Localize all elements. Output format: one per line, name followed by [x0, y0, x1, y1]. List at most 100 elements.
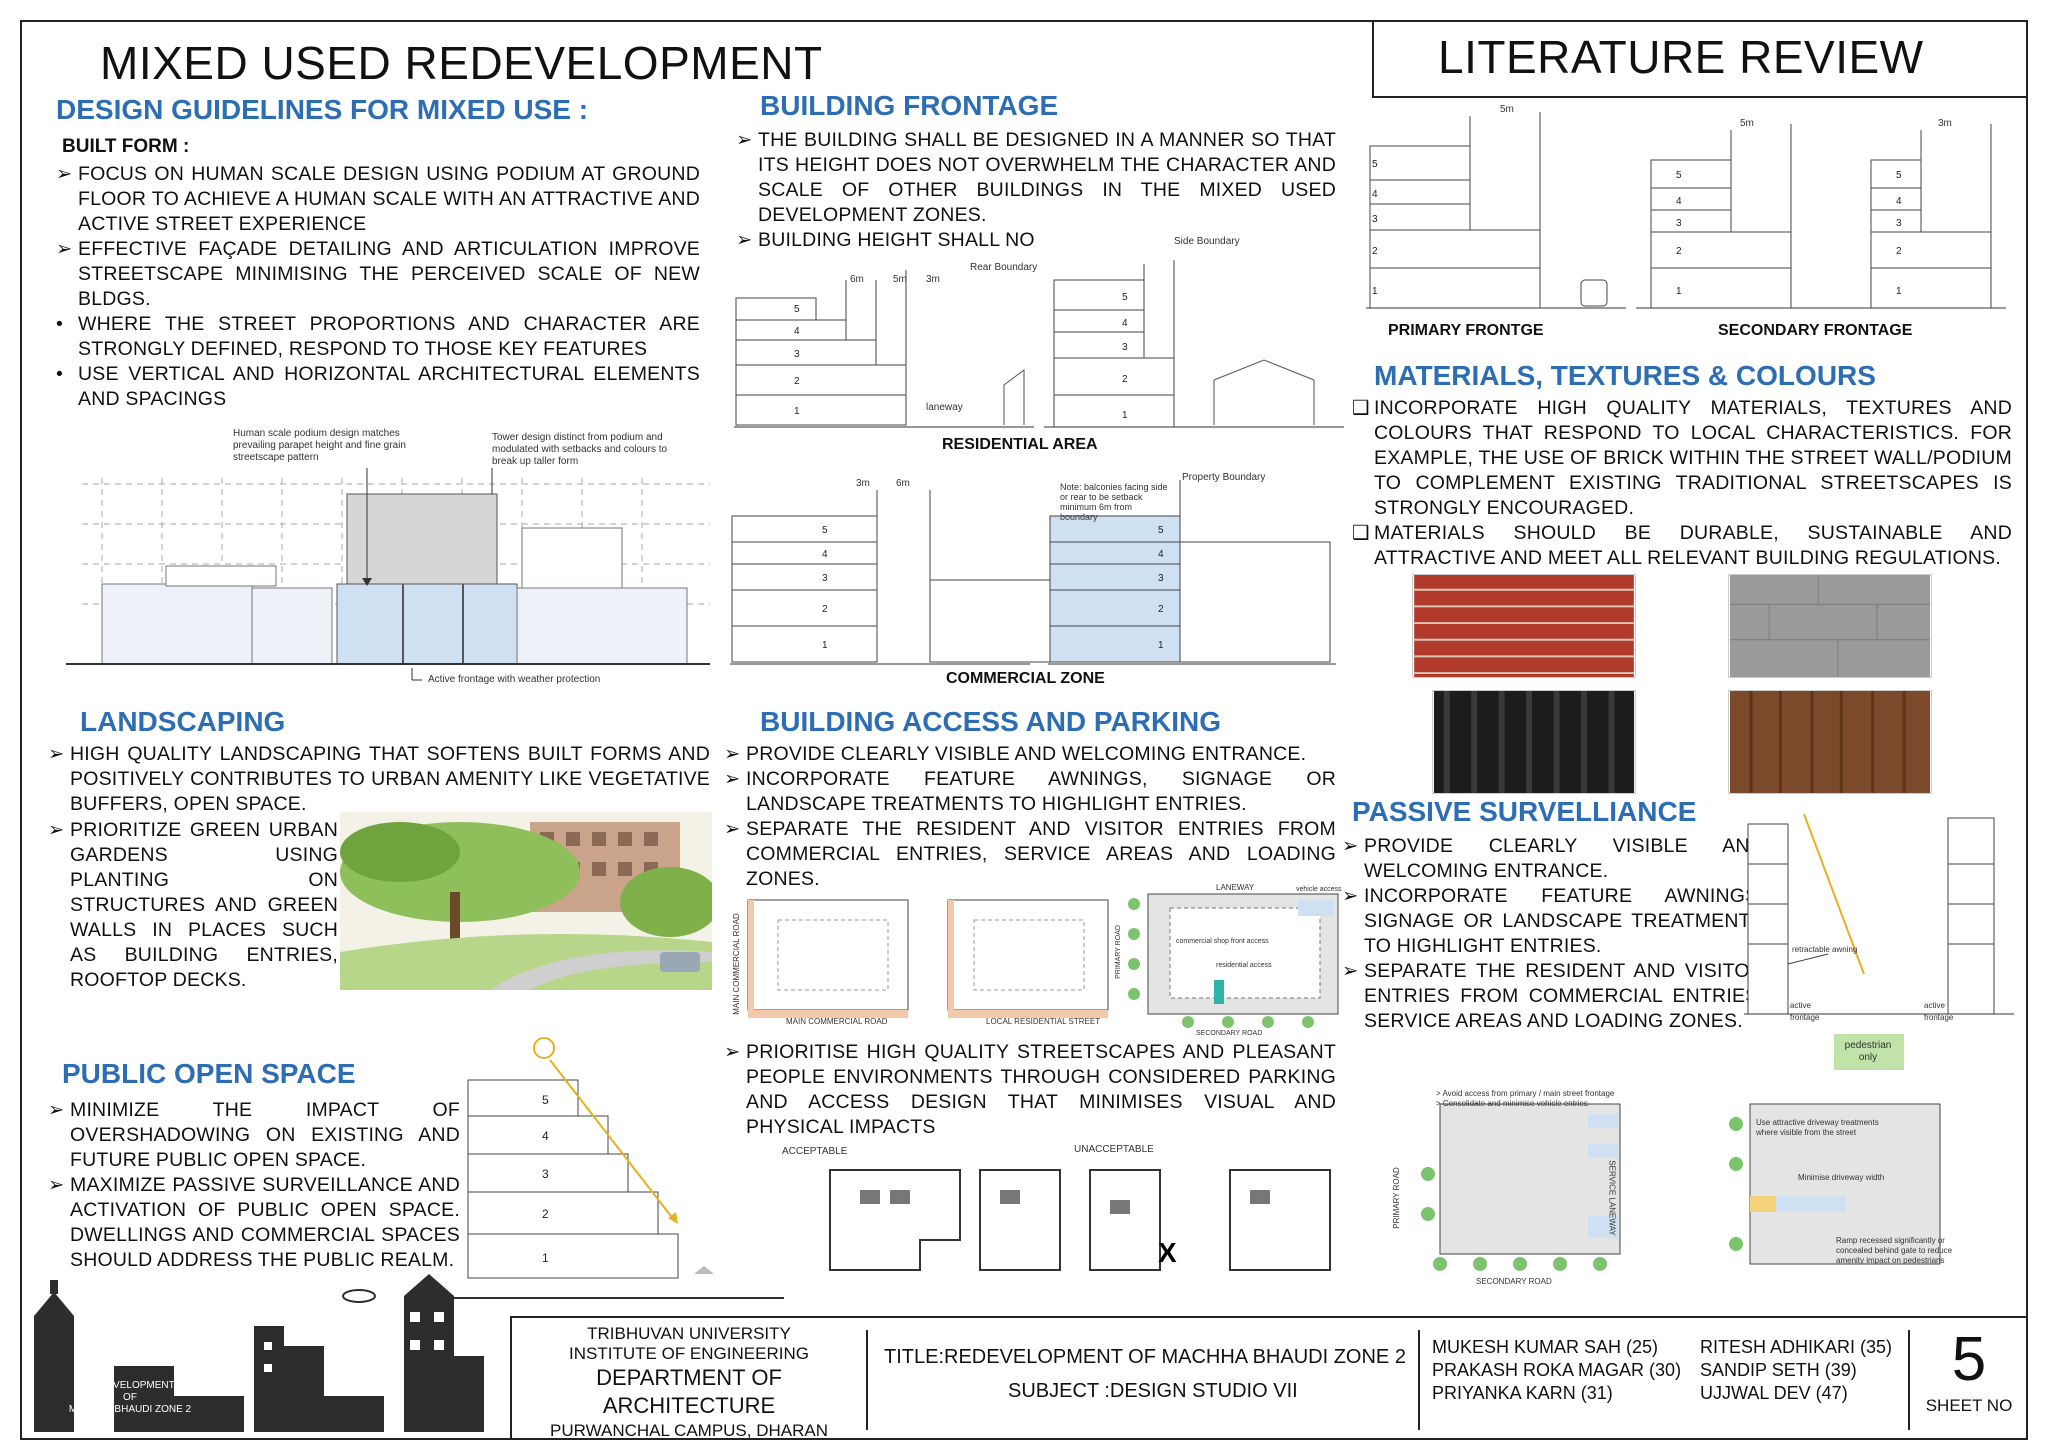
- caption-secondary-frontage: SECONDARY FRONTAGE: [1718, 322, 1913, 339]
- note-driveway-treatments: Use attractive driveway treatments where…: [1756, 1118, 1879, 1137]
- members-left: MUKESH KUMAR SAH (25) PRAKASH ROKA MAGAR…: [1432, 1336, 1681, 1405]
- svg-text:3: 3: [1896, 218, 1902, 229]
- list-item: ❑MATERIALS SHOULD BE DURABLE, SUSTAINABL…: [1352, 521, 2012, 571]
- svg-text:5: 5: [794, 304, 800, 315]
- label-main-commercial-road: MAIN COMMERCIAL ROAD: [731, 913, 741, 1015]
- swatch-metal: [1432, 690, 1636, 794]
- driveway-plans-diagram: [1421, 1103, 1941, 1271]
- dim-6m-commercial: 6m: [896, 478, 910, 489]
- list-item-text: INCORPORATE FEATURE AWNINGS, SIGNAGE OR …: [1364, 885, 1764, 957]
- sheet-title: MIXED USED REDEVELOPMENT: [100, 37, 823, 89]
- list-item-text: PROVIDE CLEARLY VISIBLE AND WELCOMING EN…: [746, 743, 1307, 765]
- caption-commercial-zone: COMMERCIAL ZONE: [946, 670, 1105, 687]
- svg-text:2: 2: [822, 604, 828, 615]
- list-item-text: USE VERTICAL AND HORIZONTAL ARCHITECTURA…: [78, 363, 700, 410]
- svg-text:1: 1: [1158, 640, 1164, 651]
- logo-caption: REDEVELOPMENT OF MACHHA BHAUDI ZONE 2: [60, 1380, 200, 1416]
- logo-line-3: MACHHA BHAUDI ZONE 2: [68, 1404, 192, 1415]
- list-item-text: MATERIALS SHOULD BE DURABLE, SUSTAINABLE…: [1374, 522, 2012, 569]
- note-avoid-access: > Avoid access from primary / main stree…: [1436, 1089, 1615, 1098]
- svg-text:4: 4: [1158, 549, 1164, 560]
- header-divider: [1372, 20, 1374, 98]
- dim-3m: 3m: [926, 274, 940, 285]
- built-form-diagram: [66, 468, 710, 681]
- svg-text:5: 5: [1896, 170, 1902, 181]
- svg-text:4: 4: [542, 1129, 549, 1143]
- svg-text:5: 5: [1158, 525, 1164, 536]
- heading-access-parking: BUILDING ACCESS AND PARKING: [760, 706, 1221, 737]
- note-active-frontage: Active frontage with weather protection: [428, 674, 601, 685]
- acceptable-sketches: X: [829, 1169, 1331, 1271]
- bullet-icon: ➢: [56, 238, 73, 260]
- list-item: ➢MINIMIZE THE IMPACT OF OVERSHADOWING ON…: [48, 1098, 460, 1173]
- passive-list: ➢PROVIDE CLEARLY VISIBLE AND WELCOMING E…: [1342, 834, 1764, 1034]
- member: MUKESH KUMAR SAH (25): [1432, 1337, 1659, 1357]
- label-vehicle-access: vehicle access: [1296, 886, 1342, 893]
- access-plans-diagram: [747, 893, 1339, 1028]
- svg-text:2: 2: [1158, 604, 1164, 615]
- caption-residential-area: RESIDENTIAL AREA: [942, 436, 1098, 453]
- svg-text:5: 5: [822, 525, 828, 536]
- lit-dim-5m: 5m: [1500, 104, 1514, 115]
- svg-text:4: 4: [1676, 196, 1682, 207]
- member: PRIYANKA KARN (31): [1432, 1383, 1613, 1403]
- label-pedestrian-only: pedestrian only: [1844, 1040, 1892, 1063]
- note-minimise-driveway: Minimise driveway width: [1798, 1173, 1885, 1182]
- header-underline: [1372, 96, 2028, 98]
- sheet-number: 5: [1951, 1325, 1987, 1394]
- svg-text:3: 3: [1372, 214, 1378, 225]
- list-item-text: SEPARATE THE RESIDENT AND VISITOR ENTRIE…: [1364, 960, 1764, 1032]
- svg-text:1: 1: [1122, 410, 1128, 421]
- list-item: ➢THE BUILDING SHALL BE DESIGNED IN A MAN…: [736, 128, 1336, 228]
- project-title: TITLE:REDEVELOPMENT OF MACHHA BHAUDI ZON…: [884, 1346, 1406, 1368]
- svg-text:4: 4: [822, 549, 828, 560]
- svg-text:5: 5: [1122, 292, 1128, 303]
- list-item-text: EFFECTIVE FAÇADE DETAILING AND ARTICULAT…: [78, 238, 700, 310]
- sheet-label: SHEET NO: [1925, 1396, 2013, 1415]
- label-laneway: laneway: [926, 402, 963, 413]
- swatch-timber: [1728, 690, 1932, 794]
- label-property-boundary: Property Boundary: [1182, 472, 1266, 483]
- svg-text:1: 1: [822, 640, 828, 651]
- materials-list: ❑INCORPORATE HIGH QUALITY MATERIALS, TEX…: [1352, 396, 2012, 571]
- institution-block: TRIBHUVAN UNIVERSITY INSTITUTE OF ENGINE…: [514, 1324, 864, 1442]
- label-acceptable: ACCEPTABLE: [782, 1146, 848, 1157]
- label-primary-road-driveway: PRIMARY ROAD: [1391, 1167, 1401, 1229]
- label-commercial-shopfront: commercial shop front access: [1176, 938, 1269, 945]
- list-item: ➢INCORPORATE FEATURE AWNINGS, SIGNAGE OR…: [724, 767, 1336, 817]
- bullet-icon: ➢: [736, 129, 753, 151]
- svg-text:X: X: [1158, 1237, 1177, 1268]
- university-name: TRIBHUVAN UNIVERSITY: [587, 1324, 791, 1343]
- floor-label: 1: [794, 406, 800, 417]
- list-item: ➢INCORPORATE FEATURE AWNINGS, SIGNAGE OR…: [1342, 884, 1764, 959]
- list-item: • USE VERTICAL AND HORIZONTAL ARCHITECTUR…: [56, 362, 700, 412]
- list-item: ➢SEPARATE THE RESIDENT AND VISITOR ENTRI…: [1342, 959, 1764, 1034]
- label-laneway-plan: LANEWAY: [1216, 883, 1255, 892]
- label-main-commercial-road-bottom: MAIN COMMERCIAL ROAD: [786, 1017, 888, 1026]
- svg-text:1: 1: [1372, 286, 1378, 297]
- title-block-divider-1: [866, 1330, 868, 1430]
- list-item-text: THE BUILDING SHALL BE DESIGNED IN A MANN…: [758, 129, 1336, 226]
- list-item: ❑INCORPORATE HIGH QUALITY MATERIALS, TEX…: [1352, 396, 2012, 521]
- list-item-text: MINIMIZE THE IMPACT OF OVERSHADOWING ON …: [70, 1099, 460, 1171]
- svg-text:5: 5: [1676, 170, 1682, 181]
- subheading-built-form: BUILT FORM :: [62, 136, 190, 157]
- bullet-icon: •: [56, 363, 64, 385]
- swatch-stone: [1728, 574, 1932, 678]
- list-item: ➢SEPARATE THE RESIDENT AND VISITOR ENTRI…: [724, 817, 1336, 892]
- svg-text:3: 3: [1676, 218, 1682, 229]
- public-open-space-list: ➢MINIMIZE THE IMPACT OF OVERSHADOWING ON…: [48, 1098, 460, 1273]
- label-service-laneway: SERVICE LANEWAY: [1607, 1160, 1617, 1236]
- member: SANDIP SETH (39): [1700, 1360, 1857, 1380]
- bullet-icon: ➢: [724, 818, 741, 840]
- label-retractable-awning: retractable awning: [1792, 945, 1858, 954]
- list-item: ➢BUILDING HEIGHT SHALL NO: [736, 228, 1336, 253]
- sheet-border: [20, 20, 2028, 1440]
- section-title-literature: LITERATURE REVIEW: [1438, 31, 1924, 83]
- label-secondary-road-driveway: SECONDARY ROAD: [1476, 1277, 1552, 1286]
- lit-dim-5m-2: 5m: [1740, 118, 1754, 129]
- svg-text:3: 3: [822, 573, 828, 584]
